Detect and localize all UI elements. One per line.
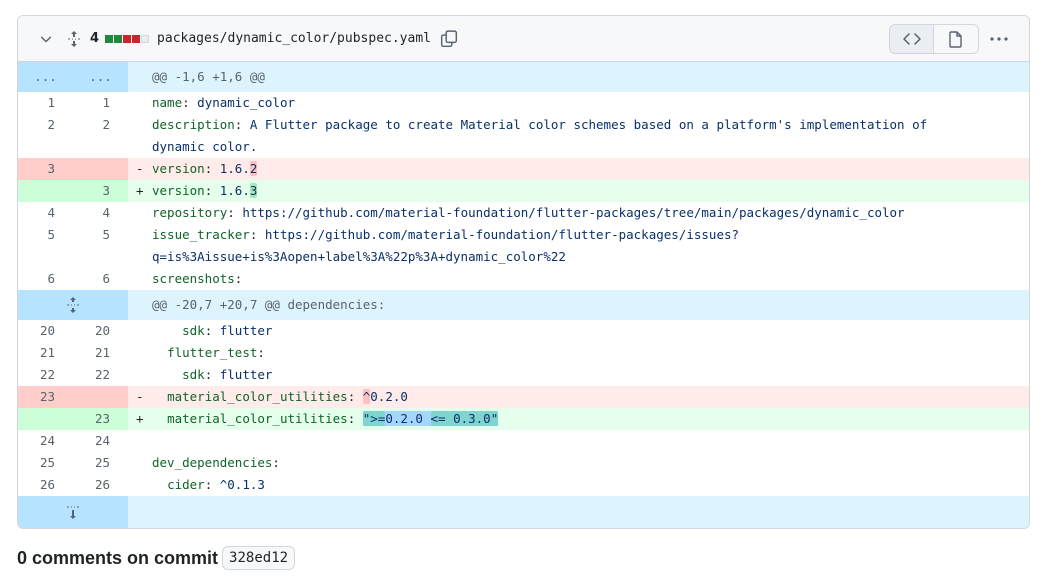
diff-file: 4 packages/dynamic_color/pubspec.yaml [17, 15, 1030, 529]
code-line [128, 430, 1029, 452]
new-line-number[interactable]: 6 [102, 271, 110, 286]
code-line: sdk: flutter [182, 367, 273, 382]
old-line-number[interactable]: 5 [47, 227, 55, 242]
diff-line: 5 5 issue_tracker: https://github.com/ma… [18, 224, 1029, 268]
code-view-button[interactable] [890, 25, 934, 53]
old-line-number[interactable]: 20 [39, 323, 55, 338]
file-icon [949, 30, 962, 48]
diff-table: ... ... @@ -1,6 +1,6 @@ 1 1 name: dynami… [18, 62, 1029, 528]
code-line: +version: 1.6.3 [128, 180, 1029, 202]
diff-line: 24 24 [18, 430, 1029, 452]
old-line-number[interactable]: 22 [39, 367, 55, 382]
diffstat-add-block [105, 34, 114, 43]
old-line-number[interactable]: 23 [18, 386, 73, 408]
old-line-number[interactable]: 2 [47, 117, 55, 132]
code-line: description: A Flutter package to create… [152, 117, 928, 154]
new-line-number[interactable]: 22 [94, 367, 110, 382]
expand-down-row [18, 496, 1029, 528]
new-line-number[interactable]: 23 [73, 408, 128, 430]
hunk-header-text: @@ -20,7 +20,7 @@ dependencies: [128, 290, 1029, 320]
hunk-footer [128, 496, 1029, 528]
old-line-number[interactable]: 3 [18, 158, 73, 180]
diffstat-add-block [114, 34, 123, 43]
code-line: -version: 1.6.2 [128, 158, 1029, 180]
diff-line: 21 21 flutter_test: [18, 342, 1029, 364]
new-line-number[interactable]: 5 [102, 227, 110, 242]
old-line-number[interactable]: 24 [39, 433, 55, 448]
old-line-number[interactable]: 4 [47, 205, 55, 220]
code-line: issue_tracker: https://github.com/materi… [152, 227, 740, 264]
new-line-number[interactable]: 24 [94, 433, 110, 448]
diff-line: 6 6 screenshots: [18, 268, 1029, 290]
code-line: cider: ^0.1.3 [167, 477, 265, 492]
deleted-line: 23 - material_color_utilities: ^0.2.0 [18, 386, 1029, 408]
new-line-number[interactable]: 20 [94, 323, 110, 338]
diff-line: 20 20 sdk: flutter [18, 320, 1029, 342]
diff-line: 26 26 cider: ^0.1.3 [18, 474, 1029, 496]
new-line-number[interactable]: 1 [102, 95, 110, 110]
hunk-header: ... ... @@ -1,6 +1,6 @@ [18, 62, 1029, 92]
expand-up-old[interactable]: ... [18, 62, 73, 92]
diff-line: 2 2 description: A Flutter package to cr… [18, 114, 1029, 158]
old-line-number[interactable] [18, 408, 73, 430]
rich-view-button[interactable] [934, 25, 978, 53]
old-line-number[interactable]: 6 [47, 271, 55, 286]
comments-count-text: 0 comments on commit [17, 547, 219, 568]
code-line: sdk: flutter [182, 323, 273, 338]
kebab-horizontal-icon [990, 37, 1008, 41]
code-line: screenshots: [152, 271, 243, 286]
view-toggle [889, 24, 979, 54]
new-line-number[interactable]: 3 [73, 180, 128, 202]
old-line-number[interactable] [18, 180, 73, 202]
diff-line: 22 22 sdk: flutter [18, 364, 1029, 386]
code-line: name: dynamic_color [152, 95, 295, 110]
code-line: + material_color_utilities: ">=0.2.0 <= … [128, 408, 1029, 430]
added-line: 23 + material_color_utilities: ">=0.2.0 … [18, 408, 1029, 430]
code-line: dev_dependencies: [152, 455, 280, 470]
hunk-header: @@ -20,7 +20,7 @@ dependencies: [18, 290, 1029, 320]
changes-count: 4 [90, 31, 100, 46]
new-line-number[interactable] [73, 158, 128, 180]
file-path[interactable]: packages/dynamic_color/pubspec.yaml [157, 31, 431, 46]
expand-hunk-button[interactable] [18, 290, 128, 320]
new-line-number[interactable]: 4 [102, 205, 110, 220]
unfold-icon [67, 297, 79, 313]
unfold-icon[interactable] [64, 27, 84, 51]
diffstat-del-block [123, 34, 132, 43]
chevron-down-icon[interactable] [34, 27, 58, 51]
old-line-number[interactable]: 26 [39, 477, 55, 492]
code-line: flutter_test: [167, 345, 265, 360]
diffstat-bar [105, 34, 150, 43]
old-line-number[interactable]: 21 [39, 345, 55, 360]
new-line-number[interactable]: 25 [94, 455, 110, 470]
new-line-number[interactable]: 2 [102, 117, 110, 132]
diff-line: 25 25 dev_dependencies: [18, 452, 1029, 474]
added-line: 3 +version: 1.6.3 [18, 180, 1029, 202]
copy-icon[interactable] [439, 29, 459, 49]
old-line-number[interactable]: 1 [47, 95, 55, 110]
diffstat-neutral-block [141, 34, 150, 43]
file-header: 4 packages/dynamic_color/pubspec.yaml [18, 16, 1029, 62]
old-line-number[interactable]: 25 [39, 455, 55, 470]
commit-sha[interactable]: 328ed12 [222, 546, 296, 570]
new-line-number[interactable]: 26 [94, 477, 110, 492]
diffstat-del-block [132, 34, 141, 43]
diff-line: 1 1 name: dynamic_color [18, 92, 1029, 114]
diff-line: 4 4 repository: https://github.com/mater… [18, 202, 1029, 224]
deleted-line: 3 -version: 1.6.2 [18, 158, 1029, 180]
hunk-header-text: @@ -1,6 +1,6 @@ [128, 62, 1029, 92]
code-line: - material_color_utilities: ^0.2.0 [128, 386, 1029, 408]
commit-comments-heading: 0 comments on commit 328ed12 [17, 546, 296, 570]
code-line: repository: https://github.com/material-… [152, 205, 905, 220]
more-options-button[interactable] [983, 25, 1015, 53]
fold-down-icon [67, 506, 79, 519]
new-line-number[interactable] [73, 386, 128, 408]
expand-up-new[interactable]: ... [73, 62, 128, 92]
expand-down-button[interactable] [18, 496, 128, 528]
code-icon [902, 33, 921, 45]
new-line-number[interactable]: 21 [94, 345, 110, 360]
